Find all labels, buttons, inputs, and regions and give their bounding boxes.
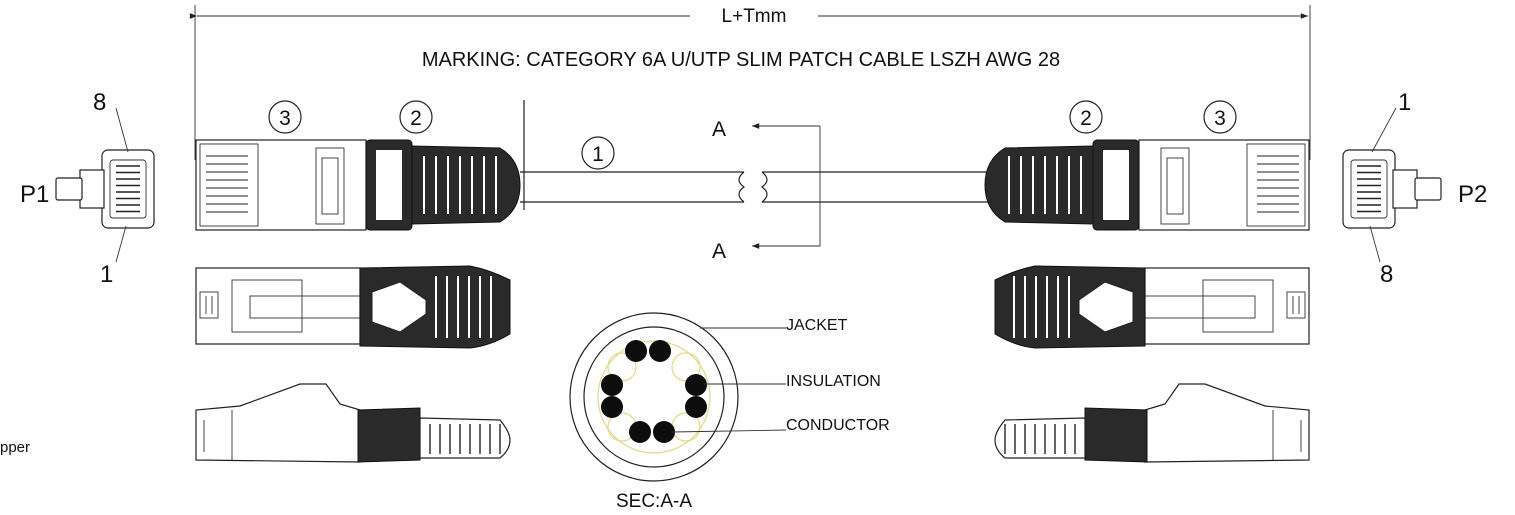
svg-text:2: 2 <box>1080 107 1092 130</box>
plug-left-pin-bottom: 1 <box>100 261 113 288</box>
section-cut-label-top: A <box>712 118 726 141</box>
connector-side-right <box>984 139 1310 231</box>
plug-right-pin-top: 1 <box>1398 89 1411 116</box>
callout-boot-left: 2 <box>399 100 433 134</box>
section-cut-label-bottom: A <box>712 240 726 263</box>
plug-left-pin-top: 8 <box>93 89 106 116</box>
connector-latch-view-right <box>994 383 1310 463</box>
svg-text:1: 1 <box>592 143 604 166</box>
conductor-pairs <box>601 340 707 443</box>
svg-text:3: 3 <box>1214 107 1226 130</box>
cross-section-a-a: JACKET INSULATION CONDUCTOR SEC:A-A <box>569 312 890 512</box>
length-dimension: L+Tmm <box>189 5 1311 160</box>
plug-right-name: P2 <box>1458 181 1487 208</box>
section-title: SEC:A-A <box>616 491 692 512</box>
connector-side-left <box>195 139 521 231</box>
insulation-outlines <box>597 340 711 454</box>
legend-conductor: CONDUCTOR <box>786 417 890 434</box>
plug-left-name: P1 <box>20 181 49 208</box>
marking-text: MARKING: CATEGORY 6A U/UTP SLIM PATCH CA… <box>422 49 1060 71</box>
svg-text:2: 2 <box>410 107 422 130</box>
connector-latch-view-left <box>195 383 511 463</box>
plug-end-view-right: P2 1 8 <box>1342 89 1487 288</box>
plug-right-pin-bottom: 8 <box>1380 261 1393 288</box>
connector-top-view-right <box>994 265 1310 349</box>
plug-end-view-left: P1 8 1 <box>20 89 155 288</box>
length-label: L+Tmm <box>722 6 787 27</box>
callout-plug-left: 3 <box>268 100 302 134</box>
callout-cable: 1 <box>581 136 615 170</box>
callout-boot-right: 2 <box>1069 100 1103 134</box>
callout-plug-right: 3 <box>1203 100 1237 134</box>
legend-jacket: JACKET <box>786 317 848 334</box>
legend-insulation: INSULATION <box>786 373 881 390</box>
connector-top-view-left <box>195 265 511 349</box>
cable-segment: A A <box>520 100 990 263</box>
partial-left-text: pper <box>0 439 30 456</box>
svg-text:3: 3 <box>279 107 291 130</box>
